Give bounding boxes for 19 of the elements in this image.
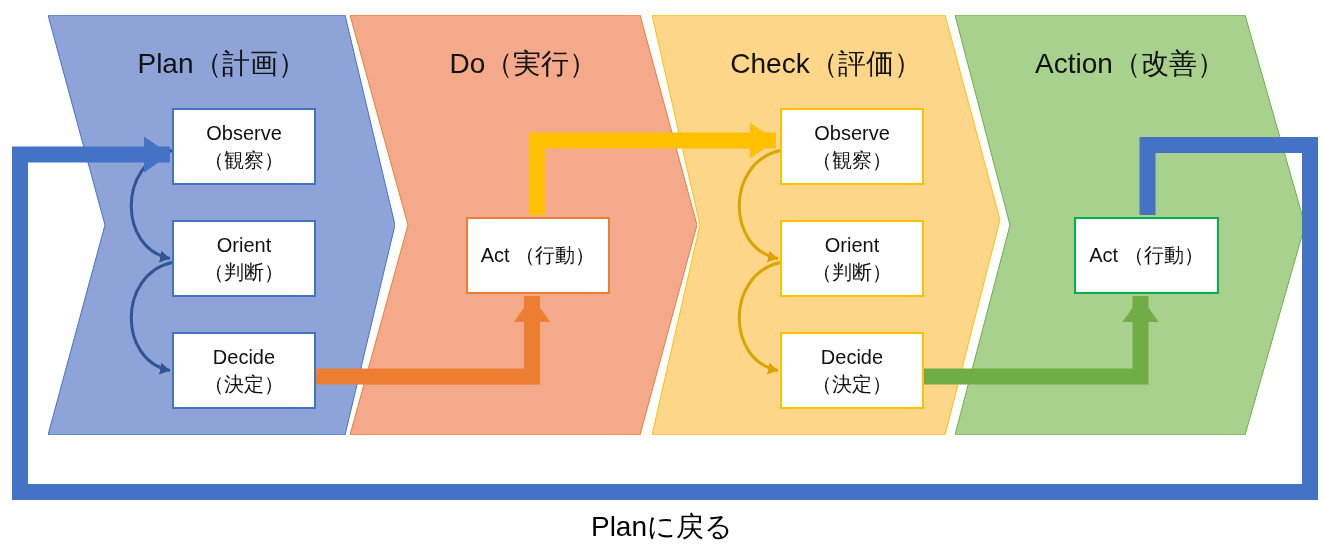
flow-arrow [316,296,550,385]
process-box: Observe （観察） [780,108,924,185]
process-box: Decide （決定） [780,332,924,409]
process-box: Act （行動） [1074,217,1219,294]
curved-arrow [737,261,781,373]
process-box: Observe （観察） [172,108,316,185]
band-title: Plan（計画） [136,47,307,81]
flow-arrow [529,122,776,215]
process-box: Act （行動） [466,217,610,294]
flow-arrow [12,136,1318,500]
flow-arrow [924,296,1159,385]
process-box: Decide （決定） [172,332,316,409]
band-title: Check（評価） [729,47,923,81]
band-title: Do（実行） [448,47,599,81]
band-title: Action（改善） [1034,47,1226,81]
curved-arrow [737,149,781,261]
process-box: Orient （判断） [172,220,316,297]
process-box: Orient （判断） [780,220,924,297]
curved-arrow [129,261,173,373]
